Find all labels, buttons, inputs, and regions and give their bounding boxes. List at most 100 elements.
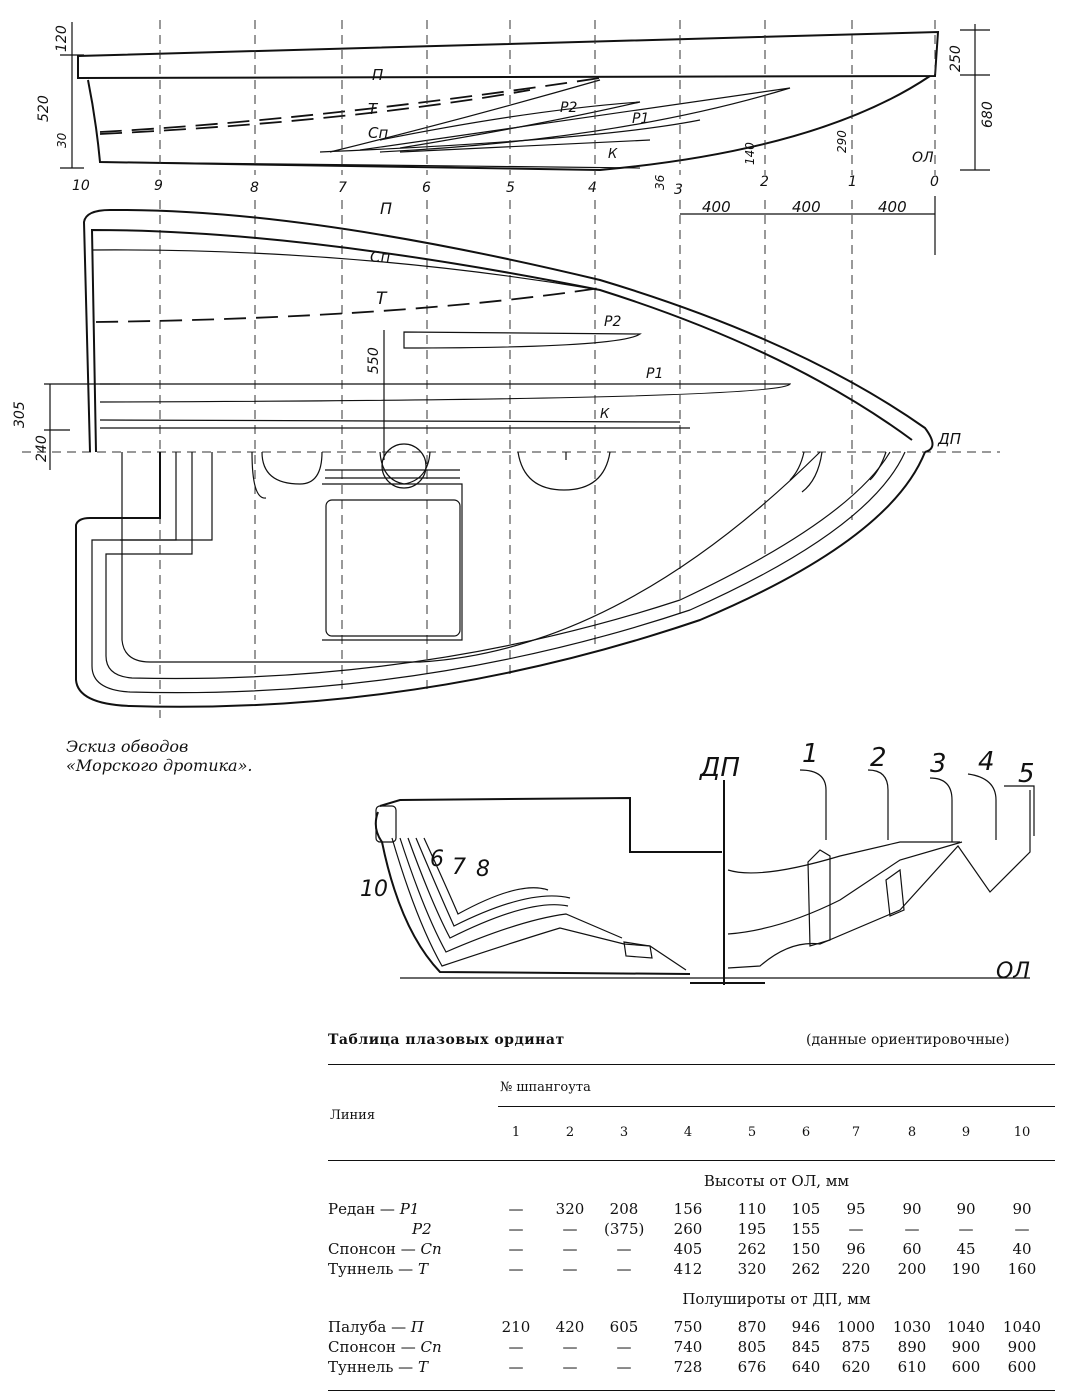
table-cell: 150: [791, 1240, 821, 1258]
table-cell: 90: [1012, 1200, 1032, 1218]
row-label: Спонсон — Сп: [328, 1338, 442, 1356]
dim-left-1: 520: [36, 95, 52, 122]
table-cell: 412: [673, 1260, 703, 1278]
table-cell: 640: [791, 1358, 821, 1376]
spacing-dim-0: 400: [702, 198, 731, 216]
tunnel-line-T: [99, 89, 531, 135]
table-cell: 676: [737, 1358, 767, 1376]
table-cell: 90: [956, 1200, 976, 1218]
frame-num-0: 0: [930, 174, 939, 190]
profile-label-R1: Р1: [632, 111, 649, 127]
table-cell: —: [508, 1338, 524, 1356]
table-cell: 260: [673, 1220, 703, 1238]
section-frame-10: 10: [360, 877, 388, 902]
table-cell: 600: [951, 1358, 981, 1376]
row-name: Палуба —: [328, 1318, 411, 1336]
section-frame-5: 5: [1018, 759, 1035, 789]
column-header: 2: [565, 1125, 575, 1140]
table-cell: —: [562, 1338, 578, 1356]
row-label: Туннель — Т: [328, 1260, 428, 1278]
dim-right-1: 680: [980, 101, 996, 128]
row-name: Туннель —: [328, 1358, 418, 1376]
row-label: Туннель — Т: [328, 1358, 428, 1376]
table-cell: 210: [501, 1318, 531, 1336]
column-header: 8: [907, 1125, 917, 1140]
table-cell: 90: [902, 1200, 922, 1218]
column-header: 1: [511, 1125, 521, 1140]
row-label: Редан — Р1: [328, 1200, 419, 1218]
row-code: Сп: [420, 1240, 442, 1258]
table-cell: —: [616, 1338, 632, 1356]
table-cell: 600: [1007, 1358, 1037, 1376]
table-cell: —: [1014, 1220, 1030, 1238]
table-cell: 420: [555, 1318, 585, 1336]
table-cell: 110: [737, 1200, 767, 1218]
caption-line-2: «Морского дротика».: [66, 756, 253, 775]
table-cell: —: [508, 1220, 524, 1238]
spacing-dim-2: 400: [878, 198, 907, 216]
body-plan: ДП ОЛ 1 2 3 4 5 10 6 7 8: [360, 739, 1035, 985]
table-cell: 405: [673, 1240, 703, 1258]
frame-num-9: 9: [154, 178, 163, 194]
row-code: П: [410, 1318, 424, 1336]
caption-line-1: Эскиз обводов: [66, 737, 189, 756]
row-name: Редан —: [328, 1200, 400, 1218]
table-cell: 1030: [892, 1318, 932, 1336]
table-cell: —: [508, 1200, 524, 1218]
table-cell: 208: [609, 1200, 639, 1218]
table-cell: —: [616, 1260, 632, 1278]
column-header: 5: [747, 1125, 757, 1140]
table-cell: 946: [791, 1318, 821, 1336]
table-title: Таблица плазовых ординат: [328, 1032, 565, 1048]
table-top-rule: [328, 1064, 1055, 1065]
frame-num-3: 3: [674, 182, 683, 198]
dim-left-2: 30: [55, 132, 69, 148]
section-frame-6: 6: [430, 847, 444, 872]
table-cell: 45: [956, 1240, 976, 1258]
frame-num-5: 5: [506, 180, 515, 196]
table-cell: (375): [604, 1220, 645, 1238]
profile-label-OL: ОЛ: [912, 150, 934, 166]
table-cell: 890: [897, 1338, 927, 1356]
table-cell: —: [508, 1358, 524, 1376]
table-cell: 610: [897, 1358, 927, 1376]
plan-label-DP: ДП: [937, 430, 961, 448]
plan-label-T: Т: [376, 289, 388, 309]
frame-num-6: 6: [422, 180, 431, 196]
col-group-header: № шпангоута: [500, 1080, 591, 1095]
row-label: Спонсон — Сп: [328, 1240, 442, 1258]
plan-label-P: П: [380, 199, 392, 218]
table-cell: 1040: [1002, 1318, 1042, 1336]
table-cell: 262: [737, 1240, 767, 1258]
frame-num-2: 2: [760, 174, 769, 190]
frame-num-7: 7: [338, 180, 347, 196]
small-dim-140: 140: [743, 142, 757, 165]
table-cell: 740: [673, 1338, 703, 1356]
column-header: 9: [961, 1125, 971, 1140]
frame-num-4: 4: [588, 180, 597, 196]
row-header: Линия: [330, 1108, 376, 1123]
deck-line-P: [99, 77, 601, 133]
section-frame-2: 2: [870, 743, 887, 773]
profile-view: 120 520 30 250 680 П Т Р2 Сп Р1 К ОЛ 10 …: [36, 20, 996, 198]
table-cell: —: [562, 1358, 578, 1376]
table-cell: —: [616, 1240, 632, 1258]
table-cell: 156: [673, 1200, 703, 1218]
section-label-OL: ОЛ: [996, 959, 1030, 984]
column-header: 10: [1013, 1125, 1031, 1140]
row-code: Р1: [399, 1200, 420, 1218]
table-cell: —: [562, 1220, 578, 1238]
table-cell: 805: [737, 1338, 767, 1356]
table-cell: —: [508, 1260, 524, 1278]
frame-num-8: 8: [250, 180, 259, 196]
chine-K: [399, 139, 651, 153]
profile-label-K: К: [608, 147, 618, 162]
table-cell: 620: [841, 1358, 871, 1376]
plan-label-K: К: [600, 407, 610, 422]
table-cell: 40: [1012, 1240, 1032, 1258]
section-frame-1: 1: [802, 739, 819, 769]
table-bottom-rule: [328, 1390, 1055, 1391]
column-header: 6: [801, 1125, 811, 1140]
table-cell: 160: [1007, 1260, 1037, 1278]
table-cell: 870: [737, 1318, 767, 1336]
